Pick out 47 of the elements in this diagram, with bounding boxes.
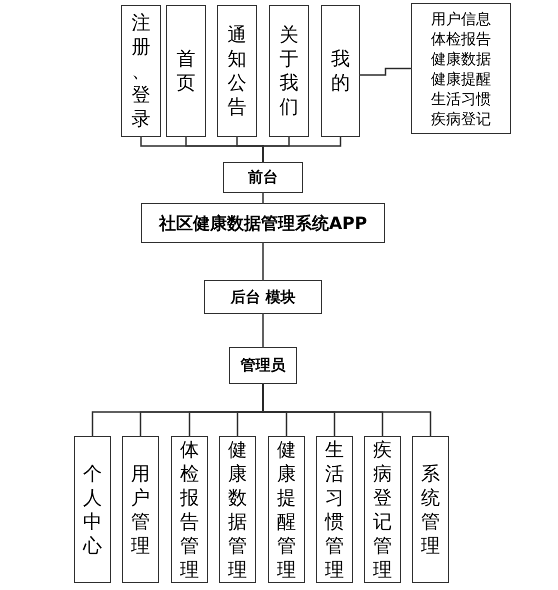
connector-line [262,193,264,203]
module-box [217,5,257,137]
connector-line [262,314,264,347]
module-box [269,5,309,137]
list-item: 用户信息 [431,8,491,28]
box-label: 后台 模块 [230,288,296,306]
module-box [171,436,208,583]
module-box [268,436,305,583]
connector-line [262,384,432,436]
box-label: 系统管理 [420,462,440,558]
box-label: 生活习惯管理 [324,438,344,582]
module-box [316,436,353,583]
process-box [229,347,297,384]
module-box [74,436,111,583]
list-box [411,3,511,134]
connector-line [262,137,342,162]
module-box [412,436,449,583]
box-label: 前台 [248,168,278,187]
box-label: 管理员 [240,356,286,375]
connector-line [262,243,264,280]
title-box [141,203,385,243]
connector-line [360,68,411,76]
box-label: 我的 [330,47,350,95]
module-box [166,5,206,137]
module-box [321,5,360,137]
box-label: 通知公告 [227,23,247,119]
box-label: 用户管理 [130,462,150,558]
box-label: 健康数据管理 [228,438,248,582]
list-item: 健康数据 [431,48,491,68]
box-label: 关于我们 [279,23,299,119]
box-label: 社区健康数据管理系统APP [158,212,368,234]
process-box [204,280,322,314]
box-label: 体检报告管理 [180,438,200,582]
list-item: 健康提醒 [431,68,491,88]
module-box [364,436,401,583]
box-label: 注册、登录 [131,11,151,131]
box-label: 健康提醒管理 [276,438,296,582]
module-box [122,436,159,583]
box-label: 个人中心 [82,462,102,558]
module-box [219,436,256,583]
box-label: 首页 [176,47,196,95]
box-label: 疾病登记管理 [372,438,392,582]
process-box [223,162,303,193]
list-item: 疾病登记 [431,108,491,128]
list-item: 生活习惯 [431,88,491,108]
module-box [121,5,161,137]
list-item: 体检报告 [431,28,491,48]
